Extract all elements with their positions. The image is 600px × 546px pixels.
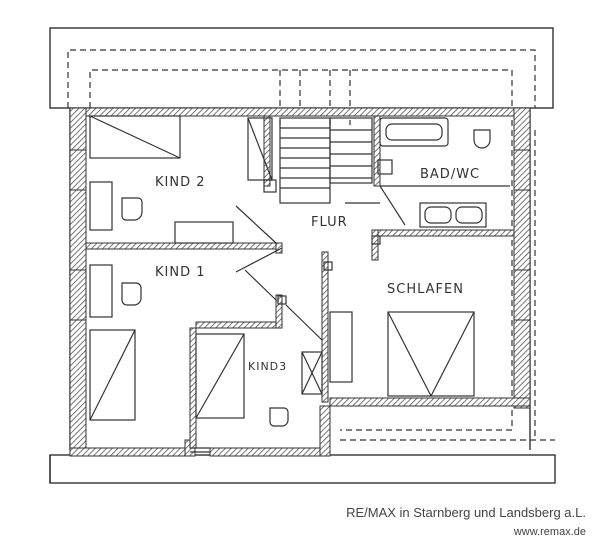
nightstand xyxy=(329,311,353,383)
washbasin-double xyxy=(419,202,487,228)
roof-outline xyxy=(49,27,554,109)
footer-company: RE/MAX in Starnberg und Landsberg a.L. xyxy=(346,505,586,520)
flur-walls xyxy=(235,205,277,244)
chair-kind3 xyxy=(269,407,289,427)
room-label-kind3: KIND3 xyxy=(248,360,287,373)
bed-schlafen xyxy=(387,311,475,397)
toilet xyxy=(473,129,491,149)
chair-kind1 xyxy=(121,282,142,306)
outer-wall-right xyxy=(513,107,531,409)
room-label-schlafen: SCHLAFEN xyxy=(387,282,464,297)
table-kind2 xyxy=(174,221,234,244)
bathtub xyxy=(379,117,449,147)
desk-kind2 xyxy=(89,181,113,231)
wardrobe-kind2 xyxy=(247,117,273,181)
bed-kind2 xyxy=(89,115,181,159)
room-label-flur: FLUR xyxy=(311,215,348,230)
outer-wall-left xyxy=(69,107,87,457)
room-label-kind1: KIND 1 xyxy=(155,265,206,280)
window-kind2 xyxy=(69,149,87,191)
staircase xyxy=(279,117,373,204)
wardrobe-kind3 xyxy=(301,351,323,395)
wall-schlafen-top xyxy=(371,229,515,237)
wall-flur-right xyxy=(321,251,329,403)
bed-kind1 xyxy=(89,329,136,421)
footer-website[interactable]: www.remax.de xyxy=(513,526,586,538)
outer-wall-top xyxy=(69,107,531,117)
bed-kind3 xyxy=(195,333,245,419)
chair-kind2 xyxy=(121,197,143,221)
outer-wall-bottom-left xyxy=(69,447,191,457)
eave-outline xyxy=(49,454,556,484)
dashed-roof-line xyxy=(67,49,536,108)
room-label-bad: BAD/WC xyxy=(420,167,480,182)
wall-kind3-top xyxy=(195,321,283,329)
room-label-kind2: KIND 2 xyxy=(155,175,206,190)
desk-kind1 xyxy=(89,264,113,318)
wall-kind2-kind1 xyxy=(85,242,277,250)
